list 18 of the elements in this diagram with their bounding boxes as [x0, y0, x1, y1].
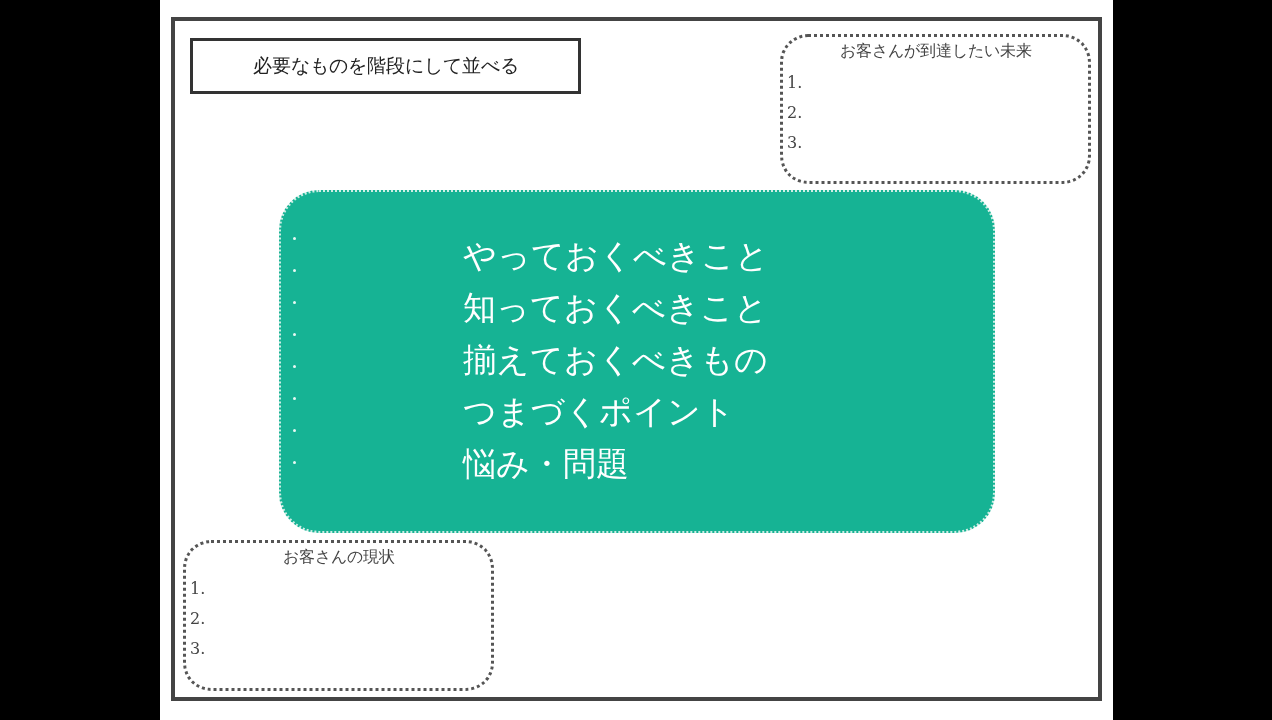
dotted-box — [780, 34, 1091, 184]
list-item: 揃えておくべきもの — [463, 340, 768, 380]
list-item: つまづくポイント — [463, 392, 735, 432]
list-item: やっておくべきこと — [463, 236, 769, 276]
list-item: 悩み・問題 — [463, 444, 629, 484]
box-heading: お客さんが到達したい未来 — [838, 41, 1033, 61]
title-box — [190, 38, 581, 94]
list-number: 1. — [787, 73, 803, 93]
box-heading: お客さんの現状 — [281, 547, 396, 567]
list-number: 2. — [190, 609, 206, 629]
dotted-box — [183, 540, 494, 691]
list-number: 2. — [787, 103, 803, 123]
content-box — [279, 190, 995, 533]
list-item: 知っておくべきこと — [463, 288, 768, 328]
list-number: 1. — [190, 579, 206, 599]
list-number: 3. — [190, 639, 206, 659]
title-text: 必要なものを階段にして並べる — [251, 54, 520, 77]
list-number: 3. — [787, 133, 803, 153]
